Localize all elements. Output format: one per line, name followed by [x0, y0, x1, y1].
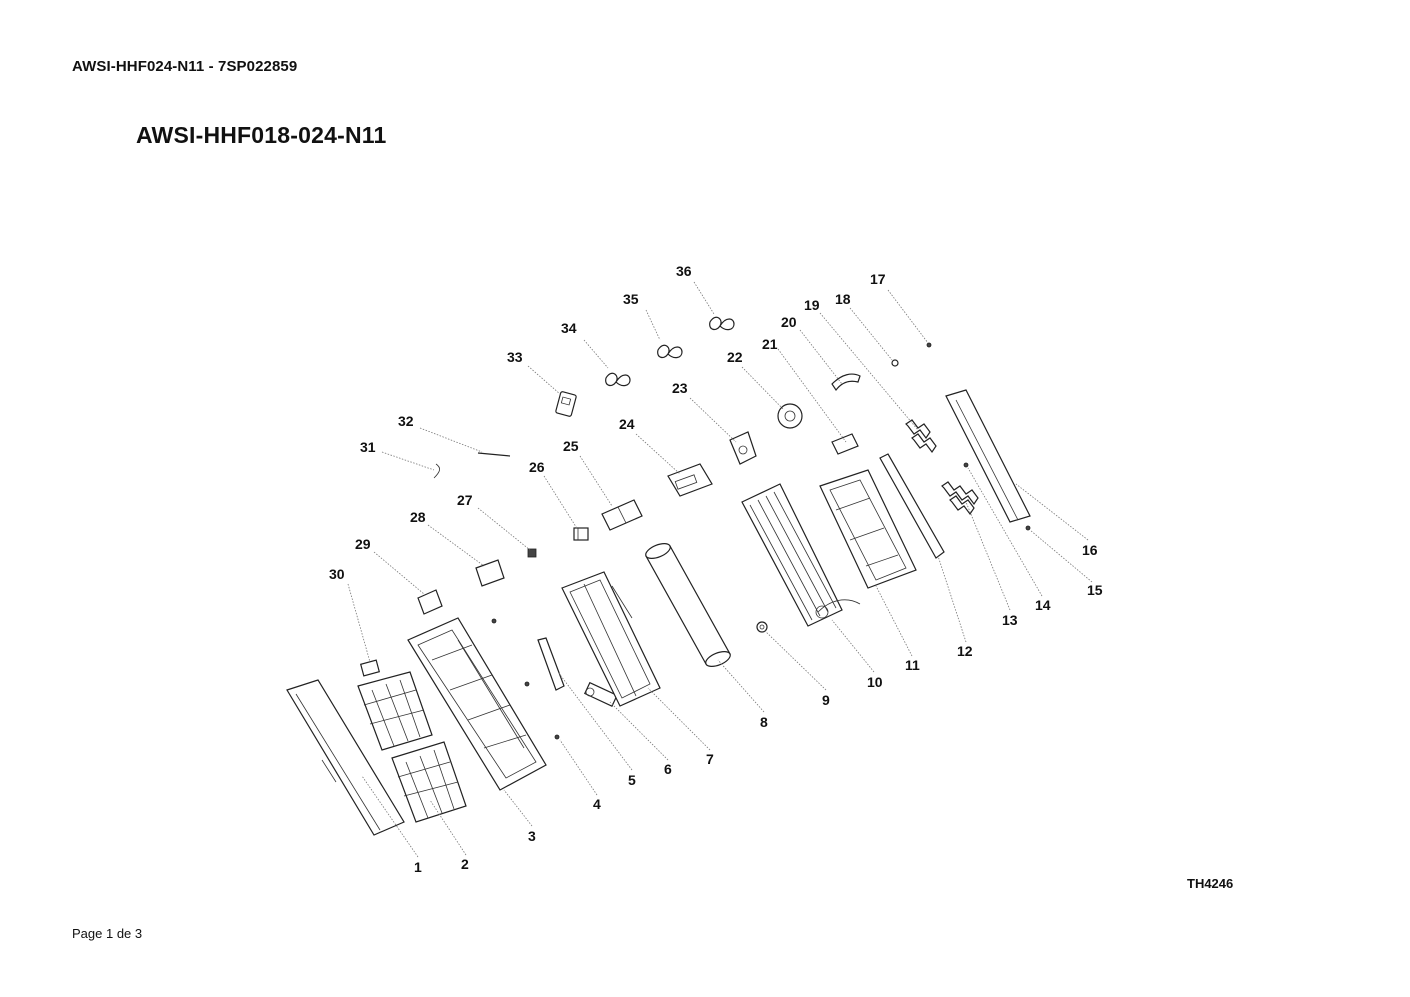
- callout-6: 6: [664, 761, 672, 777]
- leader-lines: [347, 281, 1093, 858]
- air-filter-lower-part: [391, 741, 467, 823]
- remote-control-part: [555, 391, 577, 417]
- drain-pan-part: [561, 571, 661, 707]
- cable-loop-36-part: [709, 316, 735, 331]
- callout-18: 18: [835, 291, 851, 307]
- callout-19: 19: [804, 297, 820, 313]
- part-drawings: [286, 316, 1031, 836]
- callout-22: 22: [727, 349, 743, 365]
- screw-c-part: [554, 734, 560, 740]
- chassis-part: [407, 617, 547, 791]
- callout-4: 4: [593, 796, 601, 812]
- callout-1: 1: [414, 859, 422, 875]
- vertical-louver-lower-part: [941, 481, 979, 516]
- callout-35: 35: [623, 291, 639, 307]
- callout-25: 25: [563, 438, 579, 454]
- callout-11: 11: [905, 657, 920, 673]
- callout-33: 33: [507, 349, 523, 365]
- callout-36: 36: [676, 263, 692, 279]
- callout-21: 21: [762, 336, 778, 352]
- side-rail-part: [945, 389, 1031, 523]
- callout-17: 17: [870, 271, 886, 287]
- callout-10: 10: [867, 674, 883, 690]
- control-board-part: [601, 499, 643, 531]
- bearing-part: [756, 621, 768, 633]
- electrical-box-part: [667, 463, 713, 497]
- callout-7: 7: [706, 751, 714, 767]
- clip-part: [891, 359, 899, 367]
- screw-a-part: [491, 618, 497, 624]
- callout-2: 2: [461, 856, 469, 872]
- cable-loop-35-part: [657, 344, 683, 359]
- callout-29: 29: [355, 536, 371, 552]
- linkage-part: [831, 373, 861, 392]
- cable-loop-34-part: [605, 372, 631, 387]
- fan-motor-part: [777, 403, 803, 429]
- pin-part: [963, 462, 969, 468]
- callout-23: 23: [672, 380, 688, 396]
- sensor-wire-part: [433, 463, 440, 479]
- callout-8: 8: [760, 714, 768, 730]
- drain-fitting-part: [583, 681, 618, 707]
- callout-3: 3: [528, 828, 536, 844]
- cover-plate-part: [417, 589, 443, 615]
- label-plate-part: [359, 659, 381, 677]
- stepper-bracket-part: [831, 433, 859, 455]
- front-panel-part: [286, 679, 405, 836]
- vertical-louver-upper-part: [905, 419, 937, 454]
- display-bracket-part: [475, 559, 505, 587]
- callout-5: 5: [628, 772, 636, 788]
- callout-34: 34: [561, 320, 577, 336]
- bracket-strip-part: [537, 637, 565, 691]
- callout-26: 26: [529, 459, 545, 475]
- side-screw-part: [1025, 525, 1031, 531]
- callout-28: 28: [410, 509, 426, 525]
- louver-frame-part: [819, 469, 917, 589]
- callout-24: 24: [619, 416, 635, 432]
- callout-31: 31: [360, 439, 376, 455]
- page-number: Page 1 de 3: [72, 926, 143, 941]
- evaporator-part: [741, 483, 861, 627]
- callout-30: 30: [329, 566, 345, 582]
- top-screw-part: [926, 342, 932, 348]
- sensor-rod-part: [477, 452, 511, 457]
- air-filter-upper-part: [357, 671, 433, 751]
- callout-16: 16: [1082, 542, 1098, 558]
- callout-27: 27: [457, 492, 473, 508]
- callout-20: 20: [781, 314, 797, 330]
- callout-numbers: 1 2 3 4 5 6 7 8 9 10 11 12 13 14 15 16 1…: [329, 263, 1103, 875]
- motor-clamp-part: [729, 431, 757, 465]
- callout-32: 32: [398, 413, 414, 429]
- crossflow-fan-part: [645, 543, 731, 667]
- callout-12: 12: [957, 643, 973, 659]
- drawing-reference: TH4246: [1187, 876, 1234, 891]
- callout-9: 9: [822, 692, 830, 708]
- document-code: AWSI-HHF024-N11 - 7SP022859: [72, 58, 298, 75]
- sensor-holder-part: [573, 527, 589, 541]
- callout-15: 15: [1087, 582, 1103, 598]
- terminal-block-part: [527, 548, 537, 558]
- callout-13: 13: [1002, 612, 1018, 628]
- callout-14: 14: [1035, 597, 1051, 613]
- model-title: AWSI-HHF018-024-N11: [136, 122, 387, 148]
- screw-b-part: [524, 681, 530, 687]
- horizontal-louver-part: [879, 453, 945, 559]
